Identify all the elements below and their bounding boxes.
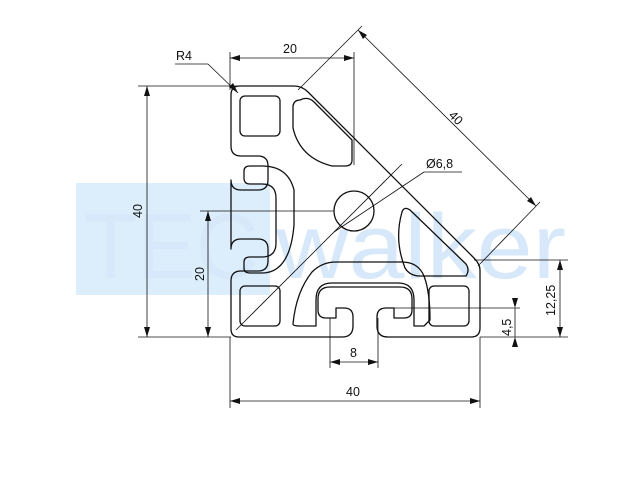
dim-small-height: 4,5 (500, 319, 514, 336)
bottom-c-slot (292, 261, 431, 327)
dim-bottom-width: 40 (346, 385, 360, 399)
watermark: TEC walker (76, 183, 566, 298)
outer-contour (230, 85, 481, 338)
watermark-brand-walker: walker (275, 196, 566, 298)
pocket-diagonal-right (398, 207, 469, 277)
pocket-diagonal-upper (292, 97, 353, 167)
left-c-slot (243, 165, 295, 274)
pocket-top-left (239, 95, 281, 137)
dim-slot-width: 8 (350, 346, 357, 360)
dim-hole-diameter: Ø6,8 (426, 157, 453, 171)
dim-diagonal: 40 (446, 108, 466, 128)
arrowheads (144, 30, 563, 404)
dim-mid-height: 12,25 (544, 285, 558, 316)
pocket-bottom-right (428, 285, 470, 327)
dim-height-total: 40 (131, 204, 145, 218)
dim-radius: R4 (176, 49, 192, 63)
pocket-bottom-left (239, 285, 281, 327)
dimension-lines (138, 25, 568, 408)
dim-height-half: 20 (193, 267, 207, 281)
watermark-brand-tec: TEC (84, 196, 259, 298)
dim-top-width: 20 (283, 42, 297, 56)
